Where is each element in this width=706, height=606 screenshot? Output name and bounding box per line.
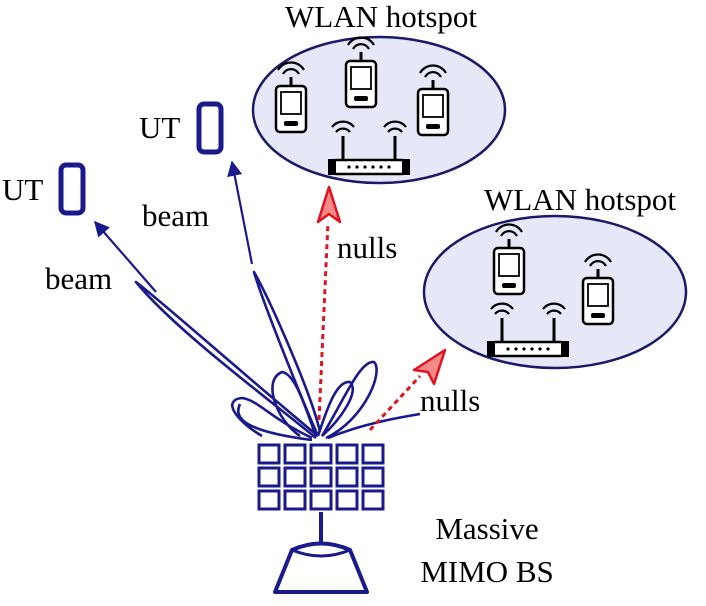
hotspot-right-label: WLAN hotspot — [484, 182, 676, 217]
beam-arrow-left — [93, 220, 157, 293]
bs-base — [273, 541, 369, 594]
beam-left-label: beam — [45, 261, 112, 296]
nulls-top-label: nulls — [337, 230, 397, 265]
beam-middle-label: beam — [142, 198, 209, 233]
ut-middle-label: UT — [139, 110, 180, 145]
beam-pattern — [134, 270, 421, 442]
wlan-hotspot-right — [422, 214, 688, 370]
bs-label-line2: MIMO BS — [420, 554, 554, 589]
smartphone-icon — [199, 104, 221, 152]
smartphone-icon — [61, 165, 83, 213]
ut-left-label: UT — [2, 172, 43, 207]
antenna-array-icon — [257, 443, 385, 511]
beam-arrow-middle — [227, 160, 254, 265]
hotspot-top-label: WLAN hotspot — [285, 0, 477, 34]
nulls-right-label: nulls — [420, 383, 480, 418]
null-arrow-top — [316, 185, 342, 421]
wlan-hotspot-top — [251, 35, 507, 185]
null-arrow-right — [368, 348, 447, 432]
bs-label-line1: Massive — [435, 511, 538, 546]
